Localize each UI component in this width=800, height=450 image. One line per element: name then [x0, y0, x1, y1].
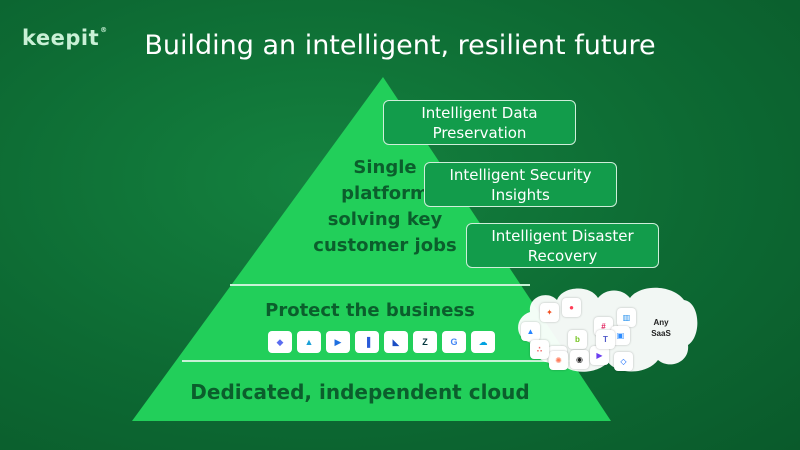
feature-line: Insights [491, 186, 550, 204]
asana-icon: ∴ [530, 340, 549, 359]
slide-title: Building an intelligent, resilient futur… [144, 30, 656, 61]
dynamics-icon: ◣ [384, 331, 408, 353]
keepit-logo: keepit® [22, 26, 108, 50]
zoom-icon: ▣ [611, 326, 630, 345]
feature-box-data-preservation: Intelligent Data Preservation [383, 100, 576, 145]
feature-line: Recovery [527, 247, 598, 265]
feature-line: Intelligent Data [421, 104, 538, 122]
power-automate-icon: ▶ [326, 331, 350, 353]
logo-text: keepit [22, 26, 100, 50]
pyramid-top-label: Single platform solving key customer job… [285, 155, 485, 259]
any-saas-line: Any [653, 318, 669, 327]
hubspot-icon: ✺ [549, 351, 568, 370]
pyramid-top-line: platform [341, 183, 429, 204]
monday-icon: ● [562, 298, 581, 317]
pyramid-top-line: solving key [327, 209, 443, 230]
feature-box-disaster-recovery: Intelligent Disaster Recovery [466, 223, 659, 268]
intercom-icon: ▥ [617, 308, 636, 327]
pyramid-bottom-label: Dedicated, independent cloud [190, 380, 530, 404]
bamboo-icon: b [568, 330, 587, 349]
zendesk-icon: Z [413, 331, 437, 353]
google-icon: G [442, 331, 466, 353]
jira-icon: ▲ [521, 322, 540, 341]
pyramid-middle-label: Protect the business [265, 300, 475, 321]
github-icon: ◉ [570, 350, 589, 369]
teams-icon: T [596, 330, 615, 349]
feature-box-security-insights: Intelligent Security Insights [424, 162, 617, 207]
feature-line: Intelligent Security [449, 166, 592, 184]
any-saas-line: SaaS [651, 329, 671, 338]
any-saas-label: Any SaaS [642, 317, 680, 339]
pyramid-top-line: Single [353, 157, 417, 178]
productboard-icon: ▶ [590, 346, 609, 365]
trademark-mark: ® [100, 26, 108, 34]
dropbox-icon: ◇ [614, 352, 633, 371]
feature-line: Intelligent Disaster [491, 227, 634, 245]
feature-line: Preservation [432, 124, 527, 142]
salesforce-icon: ☁ [471, 331, 495, 353]
pyramid-top-line: customer jobs [313, 235, 457, 256]
power-bi-icon: ▐ [355, 331, 379, 353]
entra-icon: ▲ [297, 331, 321, 353]
copilot-icon: ◆ [268, 331, 292, 353]
figma-icon: ✦ [540, 303, 559, 322]
